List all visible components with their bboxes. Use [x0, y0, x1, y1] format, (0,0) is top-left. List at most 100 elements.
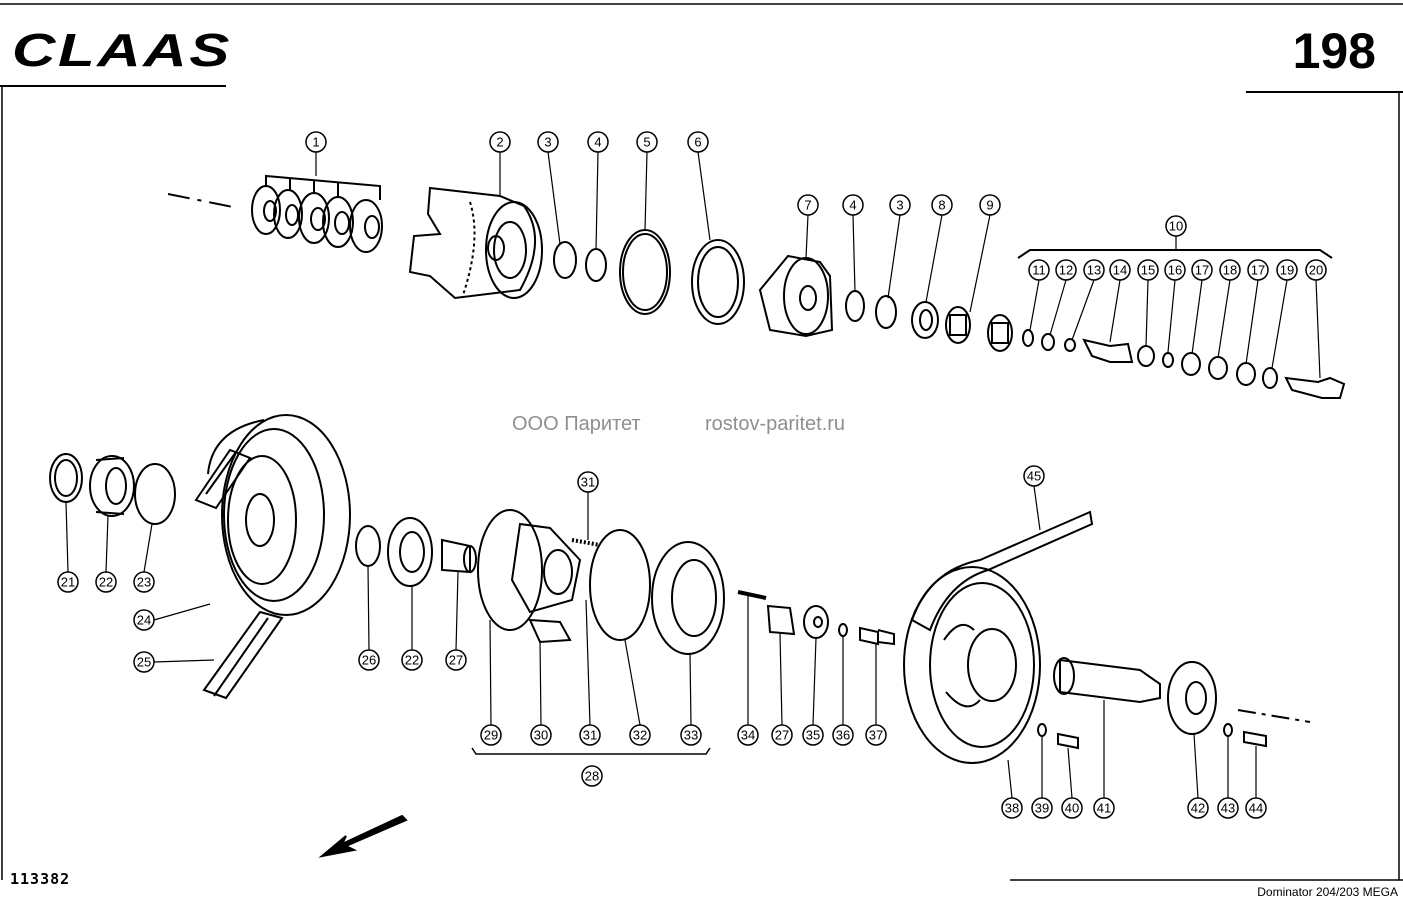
callout-label: 7 [804, 198, 811, 213]
callout-circle [979, 194, 1001, 216]
callout-leader [1033, 485, 1041, 531]
callout-label: 15 [1141, 263, 1155, 278]
callout-circle [802, 724, 824, 746]
pulley-assembly [49, 414, 895, 700]
callout-circle [737, 724, 759, 746]
callout-leader [812, 637, 817, 726]
callout-circle [797, 194, 819, 216]
callout-label: 22 [99, 575, 113, 590]
callout-label: 3 [544, 135, 551, 150]
callout-leader [624, 639, 641, 726]
callout-label: 5 [643, 135, 650, 150]
callout-label: 33 [684, 728, 698, 743]
callout-circle [1164, 259, 1186, 281]
callout-leader [697, 151, 711, 241]
model-name: Dominator 204/203 MEGA [1257, 885, 1398, 899]
callout-label: 39 [1035, 801, 1049, 816]
callout-label: 12 [1059, 263, 1073, 278]
callout-label: 35 [806, 728, 820, 743]
drive-pulley-assembly [903, 510, 1311, 764]
callout-label: 27 [775, 728, 789, 743]
callout-label: 36 [836, 728, 850, 743]
callout-leader [1193, 733, 1199, 799]
callout-leader [1049, 279, 1067, 336]
callout-label: 34 [741, 728, 755, 743]
callout-label: 4 [594, 135, 601, 150]
callout-circle [489, 131, 511, 153]
callout-circle [57, 571, 79, 593]
callout-leader [1315, 279, 1321, 379]
callout-leader [143, 523, 153, 573]
callout-leader [1007, 759, 1013, 799]
callout-label: 31 [583, 728, 597, 743]
callout-leader [547, 151, 561, 245]
callout-label: 23 [137, 575, 151, 590]
callout-label: 9 [986, 198, 993, 213]
callout-label: 32 [633, 728, 647, 743]
callout-label: 17 [1195, 263, 1209, 278]
callout-label: 24 [137, 613, 151, 628]
callout-leader [1109, 279, 1121, 343]
callout-leader [539, 639, 542, 726]
callout-leader [489, 619, 492, 726]
callout-circle [305, 131, 327, 153]
callout-circle [771, 724, 793, 746]
callout-circle [1055, 259, 1077, 281]
callout-label: 45 [1027, 469, 1041, 484]
callout-leader [644, 151, 648, 231]
callout-leader [1217, 279, 1231, 359]
callout-circle [133, 571, 155, 593]
callout-label: 19 [1280, 263, 1294, 278]
callout-label: 27 [449, 653, 463, 668]
callout-leader [887, 214, 901, 299]
callout-leader [153, 659, 215, 663]
callout-label: 1 [312, 135, 319, 150]
callout-leader [969, 214, 991, 313]
callout-label: 17 [1251, 263, 1265, 278]
callout-circle [1217, 797, 1239, 819]
callout-label: 14 [1113, 263, 1127, 278]
callout-label: 2 [496, 135, 503, 150]
callout-leader [1167, 279, 1176, 353]
callout-circle [1219, 259, 1241, 281]
callout-circle [832, 724, 854, 746]
callout-label: 4 [849, 198, 856, 213]
callout-circle [133, 651, 155, 673]
callout-leader [455, 571, 459, 651]
callout-leader [852, 214, 856, 293]
page-number: 198 [1293, 23, 1376, 79]
callout-circle [133, 609, 155, 631]
arrow-icon [318, 814, 408, 858]
callout-label: 42 [1191, 801, 1205, 816]
callout-circle [629, 724, 651, 746]
callout-circle [1305, 259, 1327, 281]
callout-leader [1245, 279, 1259, 365]
callout-label: 6 [694, 135, 701, 150]
callout-label: 16 [1168, 263, 1182, 278]
callout-label: 11 [1032, 263, 1046, 278]
callout-label: 37 [869, 728, 883, 743]
callout-circle [1247, 259, 1269, 281]
callout-circle [358, 649, 380, 671]
callout-label: 3 [896, 198, 903, 213]
callout-circle [587, 131, 609, 153]
callout-circle [530, 724, 552, 746]
watermark-company: ООО Паритет [512, 413, 641, 435]
callout-circle [1083, 259, 1105, 281]
callout-circle [1031, 797, 1053, 819]
callout-circle [579, 724, 601, 746]
callout-circle [537, 131, 559, 153]
callout-label: 13 [1087, 263, 1101, 278]
callout-leader [925, 214, 943, 303]
callout-label: 22 [405, 653, 419, 668]
callout-circle [1187, 797, 1209, 819]
callout-leader [1067, 747, 1073, 799]
callout-circle [1109, 259, 1131, 281]
callout-circle [445, 649, 467, 671]
callout-leader [367, 565, 370, 651]
callout-label: 30 [534, 728, 548, 743]
callout-leader [105, 515, 109, 573]
callout-leader [1029, 279, 1040, 331]
callout-circle [581, 765, 603, 787]
